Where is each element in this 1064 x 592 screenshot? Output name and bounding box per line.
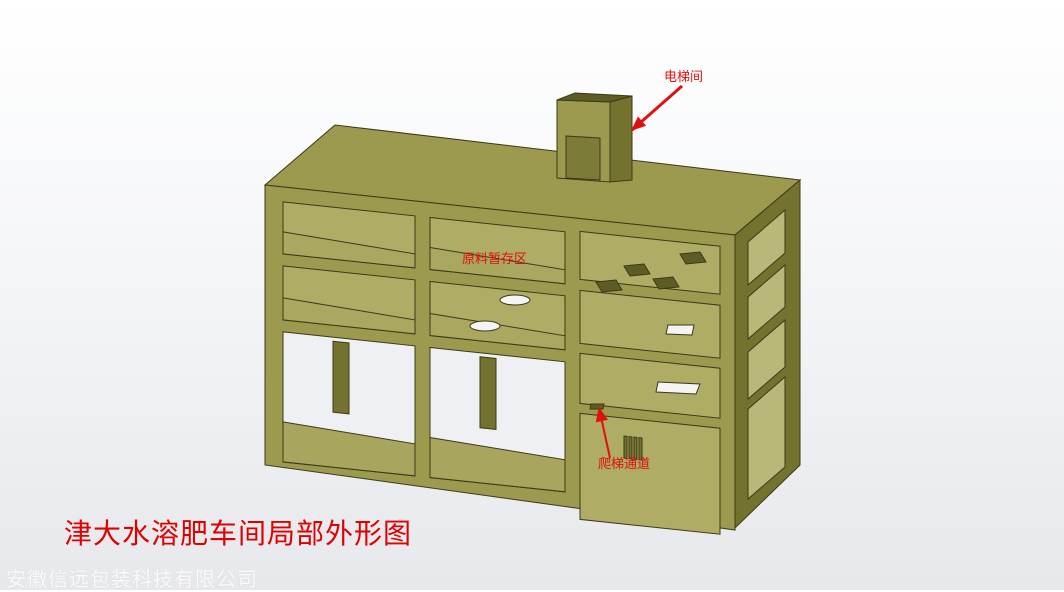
bay-opening	[579, 289, 721, 359]
bay-opening	[579, 230, 721, 295]
watermark: 安徽信远包装科技有限公司	[6, 567, 258, 591]
round-hole	[469, 320, 501, 332]
ladder-rod	[623, 435, 628, 459]
square-hole	[679, 251, 707, 265]
label-ladder-passage: 爬梯通道	[598, 457, 651, 472]
elevator-door	[565, 135, 601, 181]
elevator-top	[556, 92, 633, 103]
square-hole	[665, 324, 695, 336]
bay-opening	[579, 412, 721, 535]
side-opening	[747, 318, 786, 401]
side-opening	[747, 208, 786, 287]
ladder-rod	[628, 436, 633, 460]
floor-slab	[429, 246, 566, 285]
ground-floor	[429, 436, 566, 493]
ladder-rod	[633, 436, 638, 460]
round-hole	[499, 294, 531, 306]
elevator-arrow-head	[631, 116, 647, 131]
elevator-side	[609, 95, 633, 183]
square-hole	[595, 279, 623, 293]
side-opening	[747, 375, 786, 501]
floor-slab	[282, 231, 416, 269]
label-elevator: 电梯间	[664, 70, 704, 85]
drawing-title: 津大水溶肥车间局部外形图	[64, 517, 413, 550]
square-hole	[652, 276, 680, 290]
ladder-rod	[638, 437, 643, 461]
bay-opening	[579, 352, 721, 419]
side-opening	[747, 263, 786, 341]
interior-column	[479, 356, 497, 431]
floor-slab	[282, 297, 416, 335]
label-raw-storage: 原料暂存区	[462, 252, 528, 267]
ground-floor	[282, 421, 416, 477]
ladder-arrow-head	[595, 406, 608, 423]
square-hole	[655, 381, 701, 395]
floor-slab	[429, 312, 566, 351]
square-hole	[623, 263, 651, 277]
interior-column	[332, 340, 350, 415]
ladder-hole	[589, 403, 605, 410]
